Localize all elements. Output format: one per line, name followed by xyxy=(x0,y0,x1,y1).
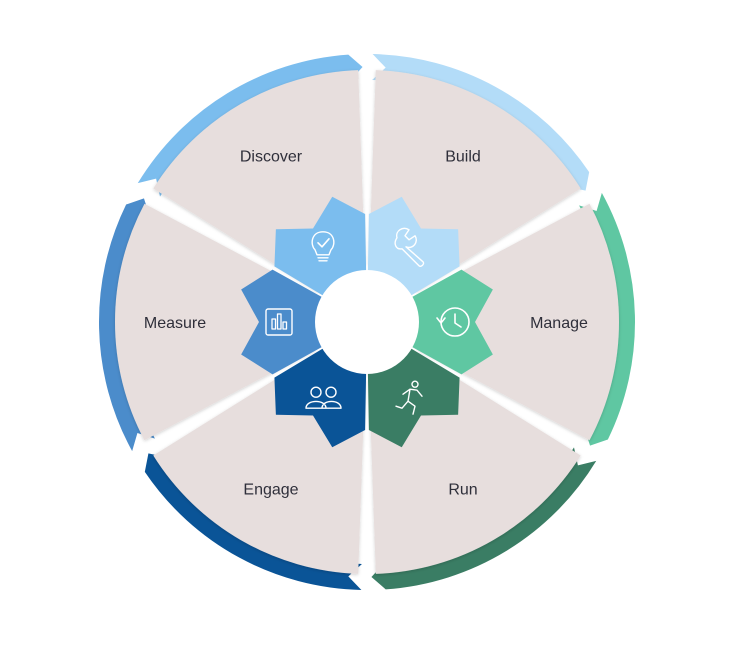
engage-inner-wedge xyxy=(274,347,367,448)
measure-inner-wedge xyxy=(241,269,324,375)
discover-label: Discover xyxy=(240,149,303,166)
engage-label: Engage xyxy=(243,481,298,498)
run-inner-wedge xyxy=(367,347,460,448)
manage-inner-wedge xyxy=(410,269,493,375)
manage-outer-arc xyxy=(579,192,635,446)
center-disc xyxy=(315,270,419,374)
manage-segment[interactable] xyxy=(418,203,620,441)
measure-segment[interactable] xyxy=(115,203,316,441)
wrench-icon xyxy=(394,227,425,267)
run-label: Run xyxy=(448,481,477,498)
history-clock-icon xyxy=(436,307,470,337)
measure-label: Measure xyxy=(144,315,206,332)
bar-chart-icon xyxy=(265,308,293,336)
build-label: Build xyxy=(445,149,481,166)
running-person-icon xyxy=(395,380,423,415)
discover-inner-wedge xyxy=(274,196,367,297)
lightbulb-check-icon xyxy=(311,231,335,262)
manage-label: Manage xyxy=(530,315,588,332)
users-icon xyxy=(305,386,342,409)
measure-outer-arc xyxy=(98,198,155,452)
